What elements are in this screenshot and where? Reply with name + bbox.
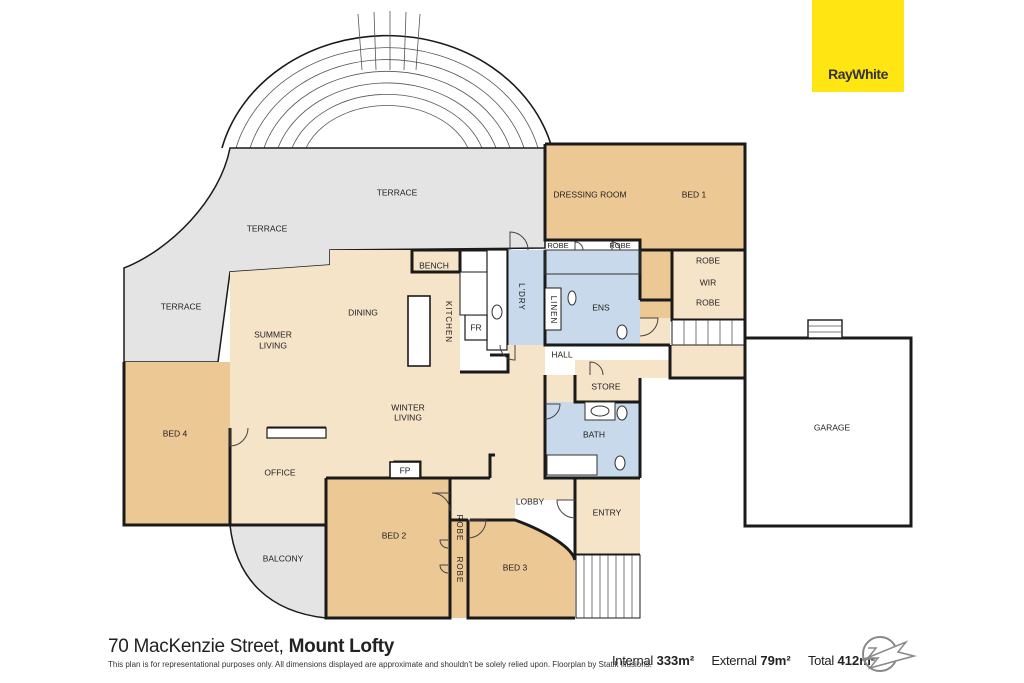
label-balcony: BALCONY (263, 553, 304, 563)
garage-area (745, 338, 911, 526)
garage-steps (807, 319, 843, 339)
label-bed4: BED 4 (163, 428, 188, 438)
label-terrace-left: TERRACE (161, 301, 202, 311)
office-desk (266, 427, 327, 439)
laundry-tub (567, 290, 577, 306)
curved-deck (221, 11, 553, 149)
bed1-area (545, 144, 745, 318)
north-compass-icon (861, 636, 917, 672)
label-entry: ENTRY (593, 507, 622, 517)
label-robe-f: ROBE (455, 557, 464, 584)
brand-name: RayWhite (828, 66, 888, 82)
stair-landing-area (670, 345, 744, 378)
area-external-value: 79m² (760, 653, 791, 668)
balcony-area (229, 524, 327, 619)
label-summer-living-1: SUMMER (254, 329, 292, 339)
label-bed3: BED 3 (503, 562, 528, 572)
bath-toilet-a (616, 405, 628, 421)
bath-toilet-b (614, 455, 626, 471)
label-robe-d: ROBE (696, 297, 720, 307)
label-robe-e: ROBE (455, 515, 464, 542)
area-total-label: Total (807, 653, 834, 668)
label-bed1: BED 1 (682, 189, 707, 199)
area-external-label: External (711, 653, 757, 668)
label-laundry: L'DRY (517, 283, 526, 311)
label-wir: WIR (700, 277, 717, 287)
label-bath: BATH (583, 429, 605, 439)
label-store: STORE (591, 381, 620, 391)
disclaimer-text: This plan is for representational purpos… (108, 660, 652, 669)
label-ens: ENS (592, 302, 610, 312)
entry-area (575, 478, 640, 555)
entry-steps (575, 554, 641, 619)
door-swings (229, 231, 659, 574)
area-internal-label: Internal (612, 653, 653, 668)
area-internal-value: 333m² (656, 653, 695, 668)
kitchen-sink (491, 304, 503, 320)
label-hall: HALL (551, 349, 573, 359)
label-terrace-top: TERRACE (377, 187, 418, 197)
raywhite-logo: RayWhite (812, 0, 904, 92)
label-summer-living-2: LIVING (259, 340, 287, 350)
area-summary: Internal 333m² External 79m² Total 412m² (612, 653, 875, 668)
label-garage: GARAGE (814, 422, 851, 432)
label-dining: DINING (348, 307, 378, 317)
label-winter-living-2: LIVING (394, 412, 422, 422)
ensuite-toilet (616, 324, 628, 340)
ensuite-vanity (544, 249, 641, 275)
robe-strip-area (450, 520, 468, 618)
internal-stairs (671, 319, 745, 346)
label-office: OFFICE (264, 467, 295, 477)
address-street: 70 MacKenzie Street, (108, 636, 284, 657)
fireplace (389, 461, 421, 479)
kitchen-island (407, 295, 431, 367)
address-title: 70 MacKenzie Street, Mount Lofty (108, 636, 394, 658)
bed3-area (468, 520, 575, 618)
label-robe-a: ROBE (547, 241, 568, 250)
bathtub (546, 454, 598, 476)
label-linen: LINEN (549, 296, 558, 325)
address-suburb: Mount Lofty (288, 636, 395, 657)
wir-area (672, 250, 744, 320)
label-kitchen: KITCHEN (444, 301, 453, 343)
label-fr: FR (470, 322, 481, 332)
label-robe-b: ROBE (609, 241, 630, 250)
bath-basin (590, 405, 610, 417)
label-dressing-room: DRESSING ROOM (553, 189, 626, 199)
label-lobby: LOBBY (516, 496, 545, 506)
bed4-area (124, 362, 230, 525)
kitchen-counter (459, 271, 488, 316)
label-bed2: BED 2 (382, 530, 407, 540)
laundry-area (507, 250, 545, 345)
linen-cupboard (544, 287, 562, 331)
label-winter-living-1: WINTER (391, 402, 425, 412)
bed2-area (326, 478, 450, 618)
label-robe-c: ROBE (696, 255, 720, 265)
office-area (230, 428, 326, 525)
label-bench: BENCH (419, 260, 449, 270)
label-fp: FP (400, 465, 411, 475)
label-terrace-mid: TERRACE (247, 223, 288, 233)
kitchen-bench (486, 249, 508, 351)
